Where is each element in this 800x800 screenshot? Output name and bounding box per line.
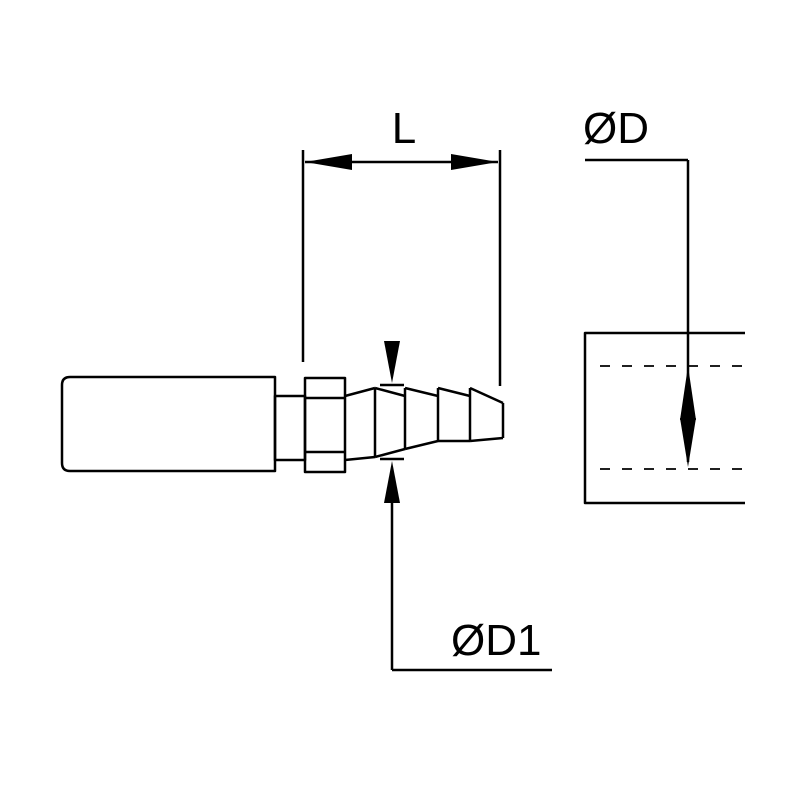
barb-profile (344, 386, 505, 462)
d1-arrow-down (384, 341, 400, 383)
length-arrow-right (451, 154, 498, 170)
fitting-neck (273, 394, 307, 462)
d-arrow-down (680, 418, 696, 467)
d1-arrow-up (384, 461, 400, 503)
outer-diameter-label: ØD (583, 104, 649, 153)
length-arrow-left (305, 154, 352, 170)
fitting-body (60, 375, 277, 473)
barb-diameter-label: ØD1 (451, 616, 541, 665)
fitting-collar (303, 376, 347, 474)
d-arrow-up (680, 366, 696, 420)
length-label: L (392, 104, 416, 153)
hose-section (583, 331, 745, 505)
